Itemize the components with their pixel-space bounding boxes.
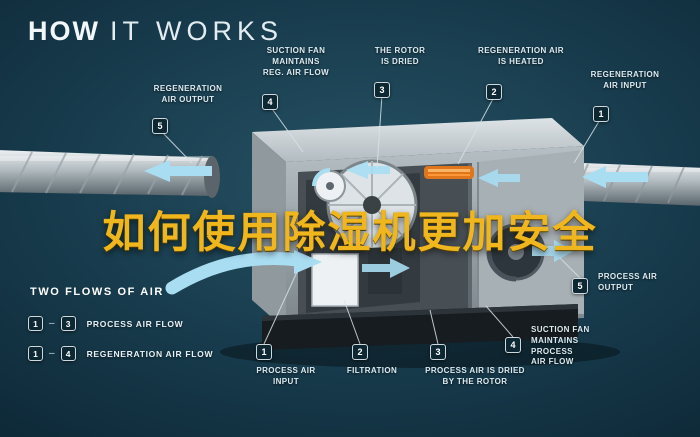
callout-number-badge: 5 xyxy=(152,118,168,134)
title-secondary: IT WORKS xyxy=(109,16,283,46)
page-title: HOW IT WORKS xyxy=(28,16,283,47)
callout-suction-fan-process: 4 SUCTION FAN MAINTAINS PROCESS AIR FLOW xyxy=(505,325,617,368)
callout-suction-fan-reg: SUCTION FAN MAINTAINS REG. AIR FLOW 4 xyxy=(250,46,342,110)
legend-badge-from: 1 xyxy=(28,316,43,331)
callout-number-badge: 2 xyxy=(486,84,502,100)
callout-regeneration-air-input: REGENERATION AIR INPUT 1 xyxy=(584,70,666,122)
callout-number-badge: 4 xyxy=(505,337,521,353)
callout-number-badge: 5 xyxy=(572,278,588,294)
leader-lines xyxy=(159,94,602,345)
callout-regeneration-air-heated: REGENERATION AIR IS HEATED 2 xyxy=(478,46,564,100)
legend-title: TWO FLOWS OF AIR xyxy=(30,286,164,298)
headline-overlay: 如何使用除湿机更加安全 xyxy=(102,208,598,258)
legend-badge-to: 3 xyxy=(60,316,76,331)
callout-number-badge: 3 xyxy=(374,82,390,98)
title-primary: HOW xyxy=(28,16,100,46)
legend-row-process-air: 1 – 3 PROCESS AIR FLOW xyxy=(28,316,183,331)
callout-label: PROCESS AIR IS DRIED BY THE ROTOR xyxy=(425,366,525,386)
callout-number-badge: 4 xyxy=(262,94,278,110)
callout-rotor-is-dried: THE ROTOR IS DRIED 3 xyxy=(362,46,438,98)
callout-label: REGENERATION AIR IS HEATED xyxy=(478,46,564,66)
heater-element xyxy=(424,166,474,179)
callout-process-air-output: 5 PROCESS AIR OUTPUT xyxy=(572,272,672,294)
legend-badge-to: 4 xyxy=(60,346,76,361)
regeneration-fan xyxy=(312,168,346,202)
callout-label: THE ROTOR IS DRIED xyxy=(374,46,426,66)
callout-label: REGENERATION AIR OUTPUT xyxy=(153,84,223,104)
callout-label: SUCTION FAN MAINTAINS REG. AIR FLOW xyxy=(262,46,330,77)
callout-process-air-dried: 3 PROCESS AIR IS DRIED BY THE ROTOR xyxy=(420,344,530,388)
callout-filtration: 2 FILTRATION xyxy=(330,344,414,377)
legend-row-label: REGENERATION AIR FLOW xyxy=(86,348,214,359)
callout-label: FILTRATION xyxy=(346,366,398,375)
callout-number-badge: 1 xyxy=(256,344,272,360)
callout-label: PROCESS AIR INPUT xyxy=(256,366,316,386)
callout-number-badge: 1 xyxy=(593,106,609,122)
legend-row-regeneration-air: 1 – 4 REGENERATION AIR FLOW xyxy=(28,346,213,361)
legend-separator: – xyxy=(49,318,55,329)
legend-row-label: PROCESS AIR FLOW xyxy=(86,318,184,329)
callout-label: PROCESS AIR OUTPUT xyxy=(598,272,658,292)
callout-label: SUCTION FAN MAINTAINS PROCESS AIR FLOW xyxy=(531,325,590,367)
legend-badge-from: 1 xyxy=(28,346,43,361)
legend-separator: – xyxy=(49,348,55,359)
rotor xyxy=(326,159,418,251)
callout-number-badge: 2 xyxy=(352,344,368,360)
callout-process-air-input: 1 PROCESS AIR INPUT xyxy=(246,344,326,388)
callout-regeneration-air-output: REGENERATION AIR OUTPUT 5 xyxy=(136,84,240,134)
machine-body xyxy=(252,118,584,350)
airflow-arrows xyxy=(144,160,648,295)
callout-label: REGENERATION AIR INPUT xyxy=(590,70,660,90)
callout-number-badge: 3 xyxy=(430,344,446,360)
